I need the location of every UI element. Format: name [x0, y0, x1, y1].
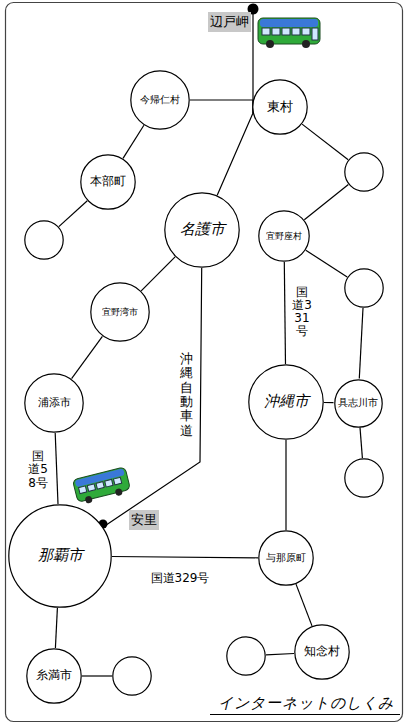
city-name: 与那原町: [266, 552, 306, 564]
bus-icon: [72, 467, 131, 506]
circle-outline: [344, 268, 384, 308]
road-line: [141, 257, 175, 291]
road-line: [285, 440, 286, 530]
circle-outline: [226, 636, 266, 676]
road-line: [112, 557, 258, 558]
circle-shape: [25, 221, 63, 259]
city-name: 那覇市: [38, 547, 83, 564]
circle-shape: [165, 193, 239, 267]
empty-circle: [344, 268, 384, 308]
road-label: 沖縄自動車道: [180, 352, 193, 438]
circle-shape: [259, 211, 309, 261]
empty-circle: [344, 152, 384, 192]
city-circle: 東村: [252, 79, 308, 135]
circle-shape: [27, 649, 81, 703]
city-name: 今帰仁村: [140, 94, 180, 106]
city-circle: 宜野湾市: [90, 282, 150, 342]
road-line: [190, 100, 253, 113]
circle-shape: [295, 625, 349, 679]
empty-circle: [344, 458, 384, 498]
empty-circle: [112, 656, 152, 696]
road-label: 国道58号: [27, 450, 49, 490]
road-line: [55, 433, 58, 504]
city-name: 宜野湾市: [102, 307, 138, 317]
circle-shape: [345, 269, 383, 307]
circle-shape: [25, 374, 83, 432]
road-line: [284, 262, 285, 364]
city-circle: 宜野座村: [258, 210, 310, 262]
circle-outline: [112, 656, 152, 696]
city-circle: 沖縄市: [248, 364, 324, 440]
road-label: 国道329号: [149, 570, 212, 587]
city-name: 知念村: [304, 645, 340, 659]
road-line: [306, 250, 347, 277]
circle-shape: [259, 531, 313, 585]
place-label: 安里: [129, 510, 159, 530]
page-frame: [6, 3, 403, 722]
city-name: 糸満市: [36, 669, 72, 683]
place-label: 辺戸岬: [208, 12, 251, 32]
road-line: [324, 402, 334, 403]
city-name: 具志川市: [338, 398, 378, 409]
circle-shape: [253, 80, 307, 134]
circle-shape: [91, 283, 149, 341]
circle-outline: [24, 220, 64, 260]
city-circle: 糸満市: [26, 648, 82, 704]
circle-shape: [131, 71, 189, 129]
road-line: [59, 201, 88, 227]
circle-shape: [345, 153, 383, 191]
road-line: [359, 308, 363, 379]
city-name: 東村: [267, 100, 293, 115]
road-line: [72, 336, 103, 378]
circle-shape: [9, 505, 111, 607]
city-circle: 那覇市: [8, 504, 112, 608]
city-circle: 具志川市: [334, 379, 383, 428]
circle-shape: [334, 379, 381, 426]
city-circle: 名護市: [164, 192, 240, 268]
road-line: [82, 675, 112, 676]
road-line: [304, 185, 348, 220]
city-circle: 与那原町: [258, 530, 314, 586]
city-name: 沖縄市: [264, 393, 309, 410]
road-label: 国道331号: [291, 286, 313, 339]
city-circle: 今帰仁村: [130, 70, 190, 130]
circle-shape: [249, 365, 323, 439]
road-line: [55, 608, 57, 648]
circle-outline: [344, 458, 384, 498]
caption: インターネットのしくみ: [210, 694, 400, 715]
road-line: [123, 125, 144, 158]
empty-circle: [226, 636, 266, 676]
road-line: [296, 584, 312, 626]
city-name: 宜野座村: [266, 231, 302, 241]
road-line: [360, 427, 362, 458]
road-line: [217, 113, 253, 195]
empty-circle: [24, 220, 64, 260]
city-circle: 本部町: [80, 154, 136, 210]
city-name: 名護市: [180, 221, 225, 238]
circle-shape: [227, 637, 265, 675]
circle-shape: [81, 155, 135, 209]
city-circle: 浦添市: [24, 373, 84, 433]
city-circle: 知念村: [294, 624, 350, 680]
city-name: 浦添市: [38, 397, 71, 410]
circle-shape: [345, 459, 383, 497]
road-line: [302, 124, 348, 160]
circle-shape: [113, 657, 151, 695]
cape-road: [252, 9, 253, 113]
city-name: 本部町: [90, 175, 126, 189]
road-line: [266, 654, 294, 655]
bus-icon: [258, 18, 320, 48]
circle-outline: [344, 152, 384, 192]
